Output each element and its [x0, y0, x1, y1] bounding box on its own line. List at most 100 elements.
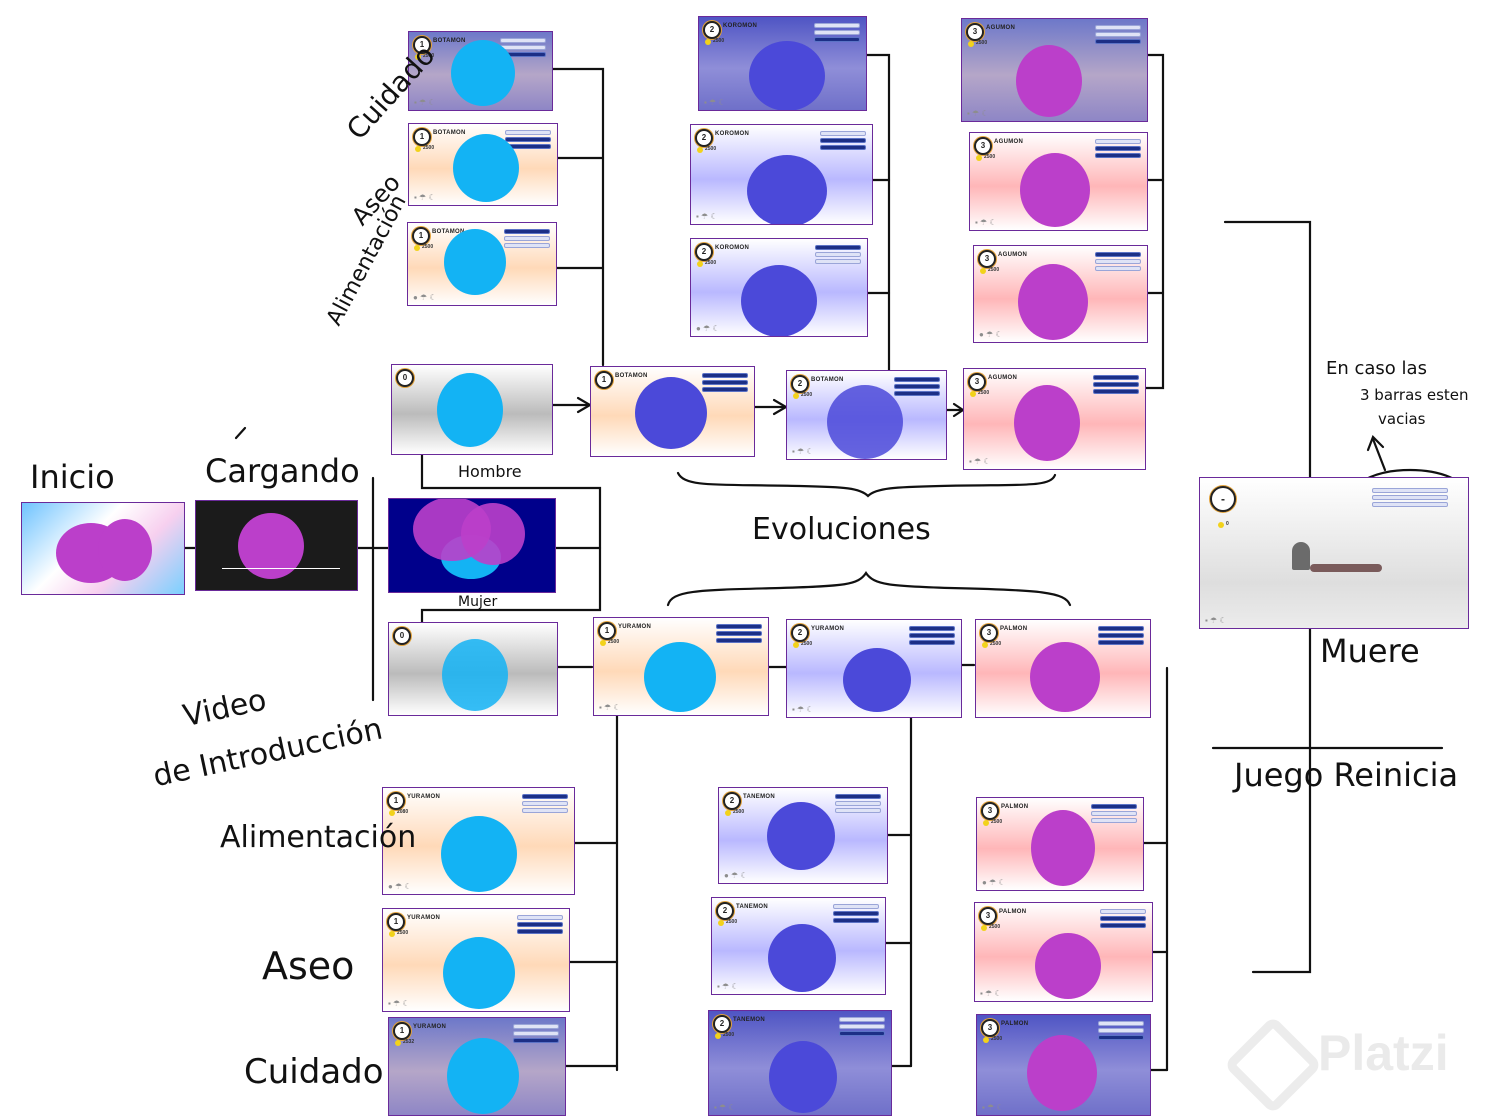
gold-amount: 2080 — [397, 809, 409, 815]
digimon-name: BOTAMON — [615, 373, 648, 379]
palmon-aseo-card: 3 PALMON 2500 ▪ ☂ ☾ — [974, 902, 1153, 1002]
digimon-blob — [767, 802, 835, 870]
gold-amount: 2500 — [984, 154, 996, 160]
juego-reinicia-label: Juego Reinicia — [1234, 756, 1459, 794]
status-bars — [814, 23, 860, 44]
gold-amount: 2500 — [422, 244, 434, 250]
action-icons: ● ☂ ☾ — [413, 293, 437, 302]
status-bars — [517, 915, 563, 936]
status-bars — [839, 1017, 885, 1038]
gold-amount: 2500 — [988, 267, 1000, 273]
status-bars — [1095, 252, 1141, 273]
digimon-blob — [1020, 153, 1090, 227]
level-badge: 2 — [791, 624, 809, 642]
palmon-cuidado-card: 3 PALMON 2500 ▪ ☂ ☾ — [976, 1014, 1151, 1116]
alimentacion-bottom-label: Alimentación — [220, 820, 417, 855]
status-bars — [1098, 1021, 1144, 1042]
gold-amount: 2500 — [705, 146, 717, 152]
hombre-label: Hombre — [458, 462, 522, 481]
digimon-name: YURAMON — [618, 624, 652, 630]
gold-amount: 2532 — [403, 1039, 415, 1045]
character-blob — [98, 519, 152, 581]
coin-icon — [976, 155, 982, 161]
coin-icon — [414, 245, 420, 251]
digimon-blob — [1014, 385, 1080, 461]
gold-amount: 2500 — [423, 145, 435, 151]
inicio-screen — [21, 502, 185, 595]
aseo-bottom-label: Aseo — [262, 944, 355, 988]
digimon-blob — [827, 385, 903, 459]
action-icons: ● ☂ ☾ — [696, 324, 720, 333]
egg-blob — [442, 639, 508, 711]
agumon-cuidado-card: 3 AGUMON 2500 ▪ ☂ ☾ — [961, 18, 1148, 122]
level-badge: 1 — [413, 128, 431, 146]
digimon-blob — [644, 642, 716, 712]
coin-icon — [389, 810, 395, 816]
note-line3: vacias — [1378, 410, 1426, 428]
level-badge: 3 — [979, 907, 997, 925]
cargando-screen — [195, 500, 358, 591]
level-badge: 1 — [413, 36, 431, 54]
digimon-name: PALMON — [1000, 626, 1028, 632]
digimon-blob — [769, 1041, 837, 1113]
digimon-blob — [453, 134, 519, 202]
action-icons: ▪ ☂ ☾ — [388, 999, 410, 1008]
status-bars — [504, 229, 550, 250]
digimon-name: TANEMON — [743, 794, 775, 800]
digimon-blob — [768, 924, 836, 992]
yuramon-aseo-card: 1 YURAMON 2500 ▪ ☂ ☾ — [382, 908, 570, 1012]
action-icons: ▪ ☂ ☾ — [792, 447, 814, 456]
agumon-alimentacion-card: 3 AGUMON 2500 ● ☂ ☾ — [973, 245, 1148, 343]
status-bars — [513, 1024, 559, 1045]
level-badge: 1 — [412, 227, 430, 245]
digimon-name: YURAMON — [407, 794, 441, 800]
status-bars — [835, 794, 881, 815]
status-bars — [820, 131, 866, 152]
level-badge: 2 — [791, 375, 809, 393]
coin-icon — [983, 1037, 989, 1043]
coin-icon — [715, 1033, 721, 1039]
status-bars — [500, 38, 546, 59]
status-bars — [716, 624, 762, 645]
coin-icon — [1218, 522, 1224, 528]
coin-icon — [389, 931, 395, 937]
gold-amount: 2500 — [978, 390, 990, 396]
level-badge: 2 — [695, 243, 713, 261]
action-icons: ▪ ☂ ☾ — [969, 457, 991, 466]
coin-icon — [980, 268, 986, 274]
level-badge: 3 — [978, 250, 996, 268]
status-bars — [522, 794, 568, 815]
digimon-blob — [1018, 264, 1088, 340]
digimon-name: YURAMON — [407, 915, 441, 921]
coin-icon — [395, 1040, 401, 1046]
coin-icon — [981, 925, 987, 931]
gold-amount: 2500 — [705, 260, 717, 266]
coin-icon — [600, 640, 606, 646]
digimon-name: YURAMON — [413, 1024, 447, 1030]
action-icons: ● ☂ ☾ — [979, 330, 1003, 339]
loading-blob — [238, 513, 304, 579]
level-badge: 1 — [595, 371, 613, 389]
action-icons: ● ☂ ☾ — [982, 878, 1006, 887]
inicio-label: Inicio — [30, 458, 115, 496]
level-badge: 3 — [966, 23, 984, 41]
digimon-blob — [749, 41, 825, 110]
digimon-blob — [1031, 810, 1095, 886]
action-icons: ▪ ☂ ☾ — [967, 109, 989, 118]
action-icons: ▪ ☂ ☾ — [714, 1103, 736, 1112]
digimon-blob — [747, 155, 827, 224]
digimon-blob — [451, 40, 515, 106]
coin-icon — [725, 810, 731, 816]
level-badge: 3 — [974, 137, 992, 155]
coin-icon — [968, 41, 974, 47]
gold-amount: 2500 — [801, 641, 813, 647]
digimon-name: KOROMON — [715, 131, 750, 137]
koromon-cuidado-card: 2 KOROMON 2500 ▪ ☂ ☾ — [698, 16, 867, 111]
status-bars — [909, 626, 955, 647]
coin-icon — [793, 393, 799, 399]
action-icons: ▪ ☂ ☾ — [414, 193, 436, 202]
cuidado-bottom-label: Cuidado — [244, 1052, 384, 1092]
digimon-name: PALMON — [999, 909, 1027, 915]
digimon-name: PALMON — [1001, 1021, 1029, 1027]
